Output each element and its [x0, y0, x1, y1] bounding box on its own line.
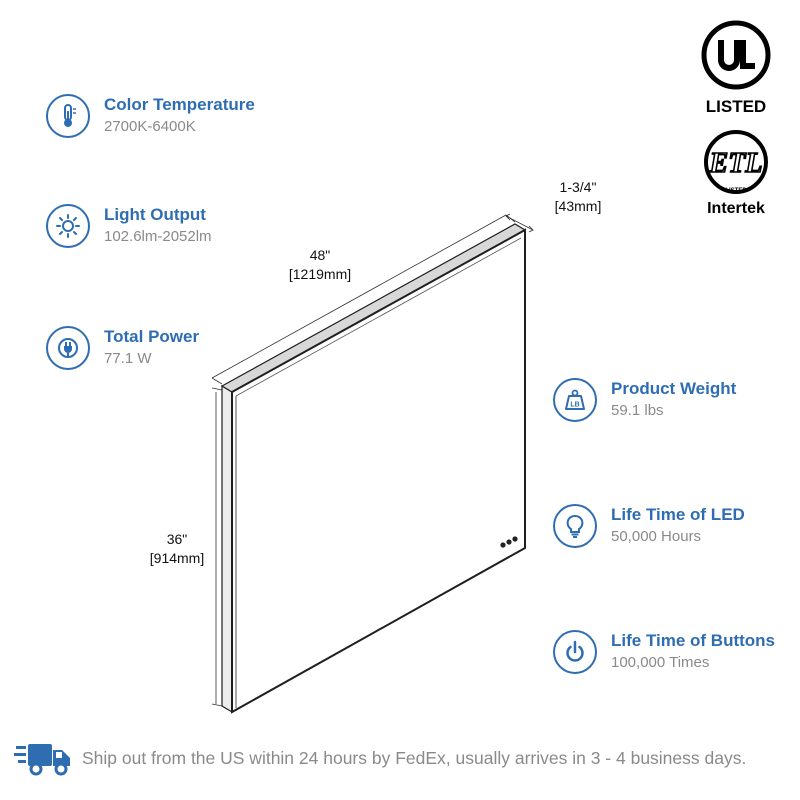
spec-value: 100,000 Times	[611, 654, 710, 671]
width-imperial: 48"	[309, 247, 331, 263]
shipping-text: Ship out from the US within 24 hours by …	[82, 747, 747, 768]
height-metric: [914mm]	[149, 550, 205, 566]
weight-icon: LB	[553, 378, 597, 422]
touch-button	[506, 539, 512, 545]
spec-title: Life Time of LED	[611, 505, 745, 524]
thermometer-icon	[46, 94, 90, 138]
spec-title: Product Weight	[611, 379, 737, 398]
spec-buttons-lifetime: Life Time of Buttons 100,000 Times	[553, 630, 775, 674]
depth-metric: [43mm]	[554, 198, 602, 214]
spec-value: 102.6lm-2052lm	[104, 228, 212, 245]
spec-light-output: Light Output 102.6lm-2052lm	[46, 204, 212, 248]
spec-value: 2700K-6400K	[104, 118, 196, 135]
width-dimension-label: 48" [1219mm]	[280, 246, 360, 284]
truck-icon	[14, 744, 70, 776]
height-dimension-label: 36" [914mm]	[138, 530, 216, 568]
etl-listed-logo: ETL LISTED Intertek	[696, 128, 776, 218]
spec-value: 50,000 Hours	[611, 528, 702, 545]
intertek-label: Intertek	[707, 200, 765, 217]
shipping-notice: Ship out from the US within 24 hours by …	[14, 738, 794, 778]
ul-listed-logo: LISTED	[696, 20, 776, 117]
etl-mark-icon: ETL	[704, 130, 768, 194]
spec-value: 59.1 lbs	[611, 402, 664, 419]
touch-button	[500, 542, 506, 548]
spec-led-lifetime: Life Time of LED 50,000 Hours	[553, 504, 745, 548]
spec-product-weight: LB Product Weight 59.1 lbs	[553, 378, 736, 422]
mirror-side-edge	[221, 384, 233, 714]
lightbulb-icon	[553, 504, 597, 548]
ul-listed-label: LISTED	[705, 97, 767, 116]
weight-icon-text: LB	[570, 402, 579, 409]
spec-title: Life Time of Buttons	[611, 631, 776, 650]
depth-dimension-label: 1-3/4" [43mm]	[540, 178, 616, 216]
depth-imperial: 1-3/4"	[559, 179, 597, 195]
spec-value: 77.1 W	[104, 350, 152, 367]
mirror-front-face	[231, 228, 526, 714]
touch-button	[512, 536, 518, 542]
sun-icon	[46, 204, 90, 248]
height-imperial: 36"	[166, 531, 188, 547]
width-metric: [1219mm]	[288, 266, 352, 282]
spec-total-power: Total Power 77.1 W	[46, 326, 199, 370]
spec-title: Total Power	[104, 327, 200, 346]
plug-icon	[46, 326, 90, 370]
ul-mark-icon	[701, 20, 771, 90]
spec-title: Color Temperature	[104, 95, 255, 114]
spec-color-temperature: Color Temperature 2700K-6400K	[46, 94, 255, 138]
etl-mark-text: ETL	[709, 148, 763, 179]
width-dimension-line	[211, 214, 507, 379]
power-icon	[553, 630, 597, 674]
spec-title: Light Output	[104, 205, 206, 224]
etl-sub-label: LISTED	[725, 188, 747, 194]
depth-dimension-line	[505, 215, 534, 231]
